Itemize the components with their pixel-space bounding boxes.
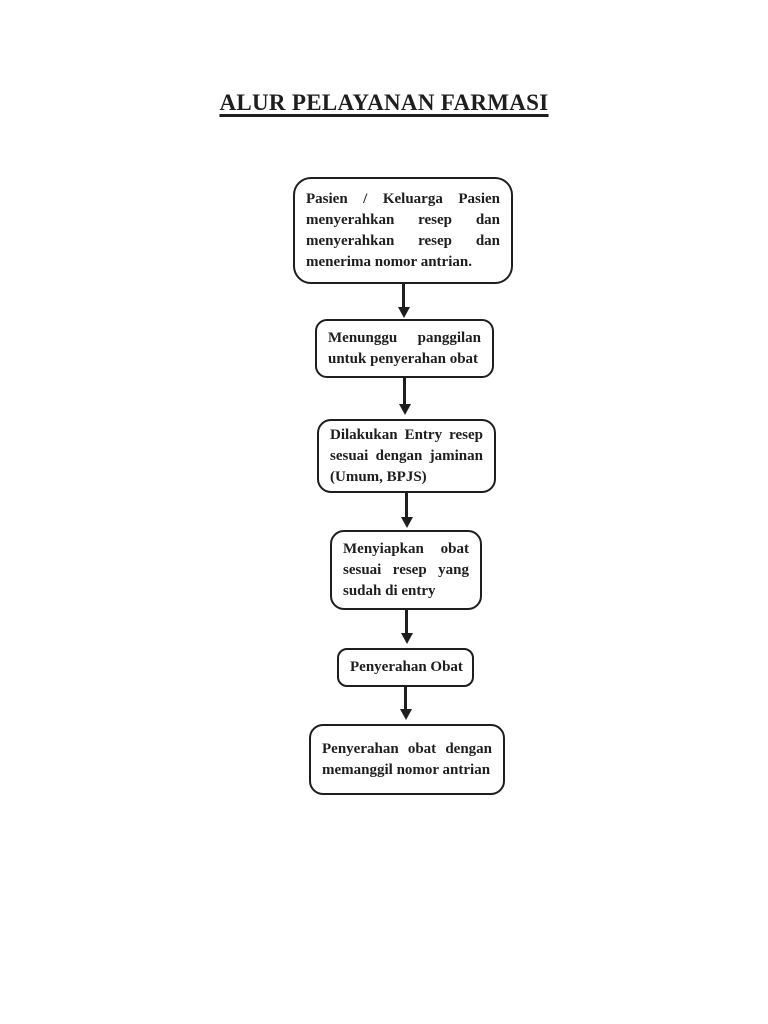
flow-arrow: [399, 687, 412, 720]
flow-arrow: [397, 284, 410, 318]
arrow-head-icon: [400, 633, 413, 644]
flow-arrow: [398, 378, 411, 415]
flow-arrow: [400, 610, 413, 644]
arrow-head-icon: [398, 404, 411, 415]
arrow-shaft: [405, 493, 408, 517]
page-title: ALUR PELAYANAN FARMASI: [219, 90, 549, 115]
arrow-shaft: [405, 610, 408, 633]
arrow-shaft: [403, 378, 406, 404]
arrow-shaft: [404, 687, 407, 709]
arrow-head-icon: [399, 709, 412, 720]
flow-node-text: Penyerahan Obat: [350, 659, 463, 675]
arrow-head-icon: [397, 307, 410, 318]
flow-node-medicine-handover: Penyerahan Obat: [337, 648, 474, 687]
flow-arrow: [400, 493, 413, 528]
arrow-head-icon: [400, 517, 413, 528]
arrow-shaft: [402, 284, 405, 307]
